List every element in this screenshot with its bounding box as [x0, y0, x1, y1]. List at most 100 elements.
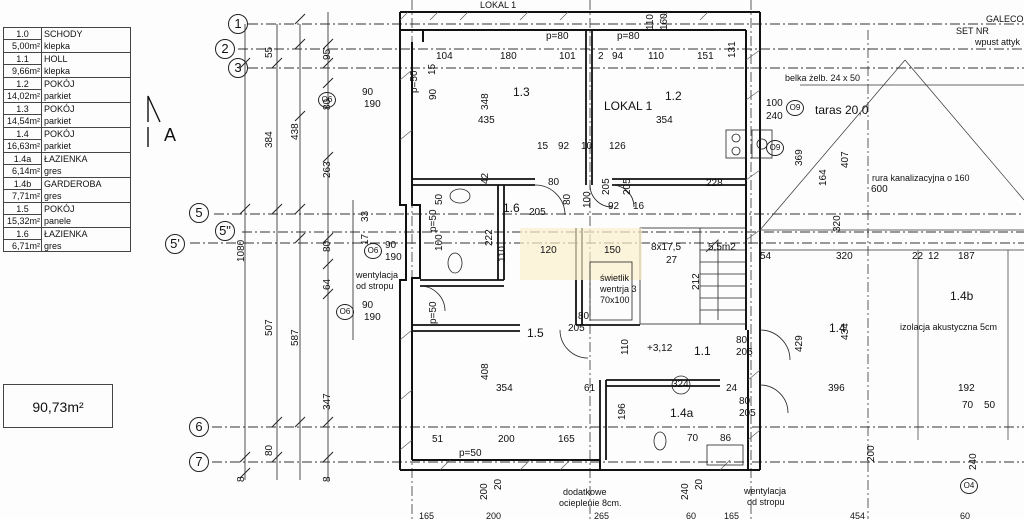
dimension-label: p=80 [546, 31, 569, 42]
dimension-label: 205 [529, 207, 546, 218]
dimension-label: 187 [958, 251, 975, 262]
dimension-label: 190 [364, 99, 381, 110]
room-label: taras 20,0 [815, 103, 869, 117]
dimension-label: 20 [493, 478, 504, 490]
dimension-label: 200 [498, 434, 515, 445]
dimension-label: 180 [500, 51, 517, 62]
dimension-label: 94 [612, 51, 624, 62]
dimension-label: 100 [766, 98, 783, 109]
dimension-label: 110 [648, 51, 664, 62]
dimension-label: 1080 [236, 239, 247, 262]
dimension-label: 8 [236, 476, 247, 482]
dimension-label: 192 [958, 383, 975, 394]
dimension-label: 228 [706, 178, 723, 189]
vent-label: wentylacja [356, 270, 399, 280]
left-dimension-lines [244, 12, 354, 480]
corner-label: wpust attyk [975, 37, 1021, 47]
dimension-label: 396 [828, 383, 845, 394]
dimension-label: 10 [581, 141, 593, 152]
vent-label: od stropu [356, 281, 394, 291]
legend-room-name: SCHODY [44, 29, 83, 39]
dimension-label: 12 [928, 251, 940, 262]
dimension-label: 429 [794, 335, 805, 352]
dimension-label: p=80 [617, 31, 640, 42]
dimension-label: 50 [434, 193, 445, 205]
dimension-label: 8 [322, 476, 333, 482]
dimension-label: 408 [480, 363, 491, 380]
legend-room-area: 14,02m² [4, 90, 42, 102]
insulation-label: ocieplenie 8cm. [559, 498, 622, 508]
axis-grid-lines [190, 23, 1024, 463]
vent-label: wentylacja [744, 486, 787, 496]
legend-room-number: 1.6 [4, 228, 42, 240]
dimension-label: 120 [540, 245, 557, 256]
dimension-label: 200 [479, 483, 490, 500]
dimension-label: 110 [620, 339, 631, 355]
axis-bubble: 7 [189, 452, 209, 472]
dimension-label: 33 [360, 210, 371, 222]
dimension-label: 434 [840, 323, 851, 340]
dimension-label: 190 [364, 312, 381, 323]
dimension-label: 100 [434, 234, 445, 251]
dimension-label: p=50 [409, 70, 420, 93]
dimension-label: 165 [419, 511, 435, 519]
dimension-label: 60 [686, 511, 697, 519]
dimension-label: 101 [559, 51, 576, 62]
dimension-label: 435 [478, 115, 495, 126]
room-label: 1.2 [665, 89, 682, 103]
dimension-label: 240 [968, 453, 979, 470]
dimension-label: 165 [724, 511, 740, 519]
vent-label: od stropu [747, 497, 785, 507]
legend-room-area: 16,63m² [4, 140, 42, 152]
dimension-label: 407 [840, 151, 851, 168]
dimension-label: 205 [601, 178, 612, 195]
dimension-label: 600 [871, 184, 888, 195]
legend-room-number: 1.3 [4, 103, 42, 115]
dimension-label: 54 [760, 251, 772, 262]
dimension-label: 265 [594, 511, 610, 519]
room-label: 1.4 [829, 321, 846, 335]
stair-label: 8x17,5 [651, 242, 682, 253]
door-swings [419, 184, 791, 414]
skylight-label: 70x100 [600, 295, 630, 305]
legend-room-name: GARDEROBA [44, 179, 102, 189]
dimension-label: 164 [818, 169, 829, 186]
dimension-label: 131 [727, 41, 738, 58]
dimension-label: 369 [794, 149, 805, 166]
dimension-label: 205 [739, 408, 756, 419]
dimension-label: 90 [362, 300, 374, 311]
dimension-label: 110 [497, 246, 508, 262]
legend-room-name: POKÓJ [44, 129, 75, 139]
skylight-label: wentrja 3 [600, 284, 637, 294]
legend-room-name: POKÓJ [44, 204, 75, 214]
dimension-label: 42 [480, 172, 491, 184]
dimension-label: 454 [850, 511, 866, 519]
dimension-label: p=50 [428, 301, 439, 324]
dimension-label: 438 [290, 123, 301, 140]
legend-room-name: ŁAZIENKA [44, 154, 88, 164]
legend-room-finish: gres [44, 166, 62, 176]
dimension-label: 2 [598, 51, 604, 62]
dimension-label: 80 [548, 177, 560, 188]
stair-label: 5,5m2 [708, 242, 736, 253]
dimension-label: 263 [322, 161, 333, 178]
dimension-label: 92 [608, 201, 620, 212]
skylight-highlight [520, 228, 642, 280]
skylight-label: świetlik [600, 273, 630, 283]
dimension-label: p=50 [459, 448, 482, 459]
dimension-label: 100 [582, 191, 593, 208]
dimension-label: 205 [736, 347, 753, 358]
dimension-label: 587 [290, 329, 301, 346]
legend-room-finish: parkiet [44, 91, 72, 101]
dimension-label: 384 [264, 131, 275, 148]
left-dimension-ticks [239, 13, 334, 479]
